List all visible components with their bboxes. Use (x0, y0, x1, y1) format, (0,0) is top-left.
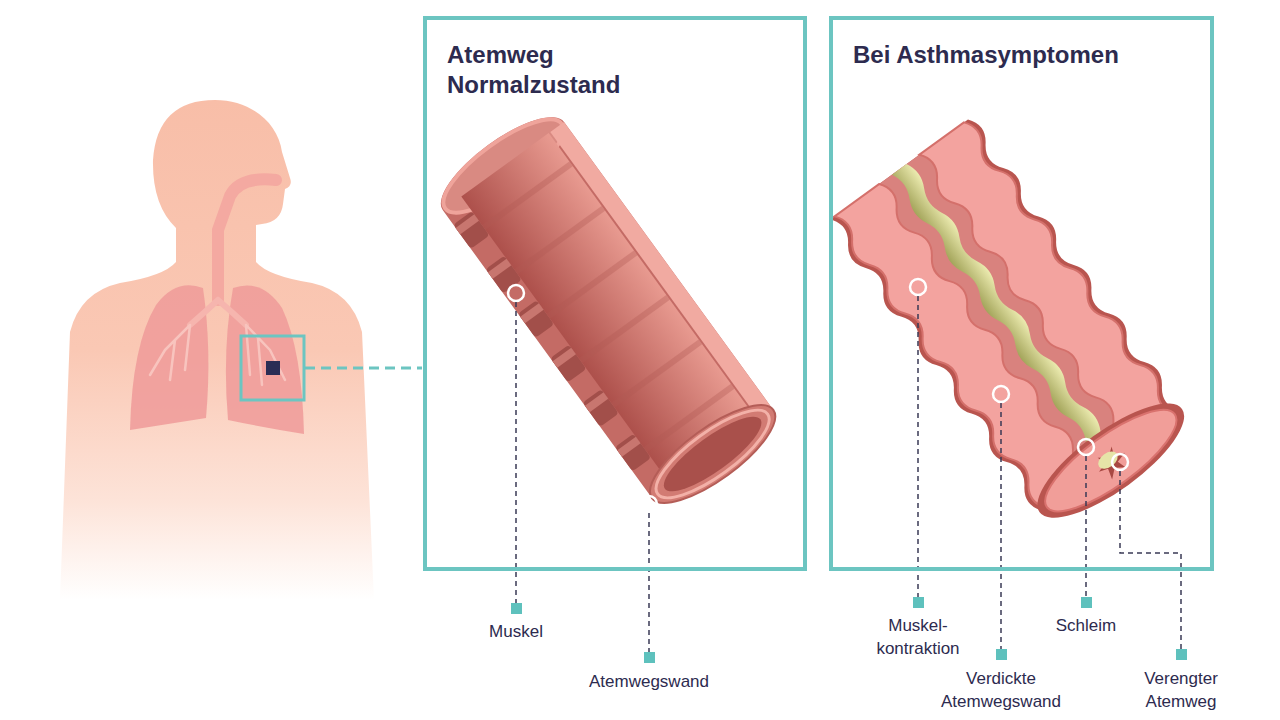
muscle-bands (453, 211, 651, 471)
leader-squares (996, 649, 1007, 660)
thick-wall-bottom (833, 181, 1095, 512)
part-label: Verdickte Atemwegswand (926, 667, 1076, 713)
bronchi (190, 300, 246, 325)
lung-left (130, 285, 208, 430)
muscle-bands (456, 214, 479, 234)
interior-ridges (516, 208, 603, 271)
leader-lines (516, 296, 1181, 652)
part-label: Muskel- kontraktion (863, 614, 973, 660)
marker-circles (1112, 454, 1128, 470)
mucus (889, 162, 1122, 469)
muscle-bands (520, 303, 543, 323)
leader-lines (648, 513, 650, 652)
body-figure (60, 100, 422, 600)
panel-box: Atemweg Normalzustand (423, 16, 807, 571)
leader-lines (515, 302, 517, 603)
asthma-airway (833, 116, 1202, 538)
leader-lines (1120, 471, 1181, 649)
muscle-bands (583, 389, 619, 427)
part-label: Atemwegswand (569, 670, 729, 693)
part-label: Schleim (1036, 614, 1136, 637)
leader-lines (917, 296, 919, 597)
leader-lines (1085, 456, 1087, 597)
lung-right (226, 286, 304, 435)
interior-ridges (613, 342, 700, 405)
leader-squares (913, 597, 924, 608)
panel-heading: Bei Asthmasymptomen (853, 40, 1183, 70)
asthma-airway (833, 116, 1202, 538)
airway-outer (427, 101, 788, 519)
panel-heading: Atemweg Normalzustand (447, 40, 657, 100)
muscle-bands (488, 259, 511, 279)
marker-circles (910, 279, 926, 295)
muscle-bands (615, 434, 651, 472)
marker-circles (1078, 439, 1094, 455)
muscle-bands (585, 392, 608, 412)
airway-end-lumen (655, 406, 770, 503)
part-label: Muskel (466, 620, 566, 643)
bronchioles (150, 325, 285, 385)
body-silhouette (60, 100, 374, 600)
zoom-frame (241, 336, 304, 400)
leader-squares (511, 597, 1187, 663)
leader-squares (1176, 649, 1187, 660)
airway-end-wall (1032, 394, 1189, 527)
marker-circles (641, 496, 657, 512)
interior-ridges (484, 164, 571, 227)
part-label: Verengter Atemweg (1131, 667, 1231, 713)
muscle-bands (486, 256, 522, 294)
marker-circles (508, 279, 1128, 512)
muscle-bands (453, 211, 489, 249)
muscle-bands (550, 345, 586, 383)
trachea (218, 179, 276, 300)
interior-ridges (581, 297, 668, 360)
airway-end-outer (1022, 385, 1200, 537)
zoom-leader (305, 367, 422, 370)
narrow-lumen (1091, 442, 1133, 483)
normal-airway (427, 101, 788, 519)
leader-squares (644, 652, 655, 663)
zoom-spot (266, 361, 280, 375)
marker-circles (508, 285, 524, 301)
marker-circles (993, 386, 1009, 402)
airway-end-rim (645, 396, 781, 512)
leader-squares (511, 603, 522, 614)
normal-airway (427, 101, 788, 519)
muscle-bands (553, 348, 576, 368)
leader-lines (1000, 403, 1002, 649)
muscle-bands (518, 300, 554, 338)
muscle-bands (617, 437, 640, 457)
panel-box: Bei Asthmasymptomen (829, 16, 1214, 571)
cut-edge (550, 122, 773, 420)
leader-squares (1081, 597, 1092, 608)
interior-ridges (548, 253, 635, 316)
airway-end-wall (637, 389, 789, 519)
